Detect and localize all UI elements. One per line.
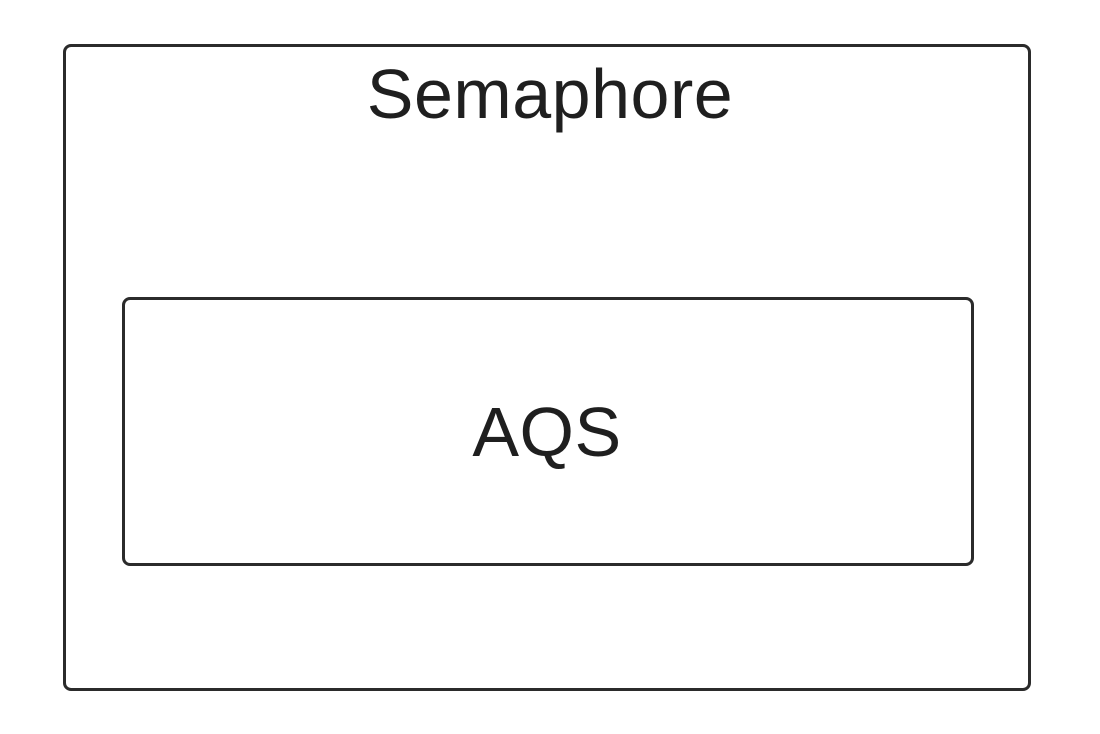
aqs-box: AQS	[122, 297, 974, 566]
aqs-label: AQS	[472, 392, 622, 471]
semaphore-label: Semaphore	[366, 55, 734, 133]
semaphore-container	[63, 44, 1031, 691]
